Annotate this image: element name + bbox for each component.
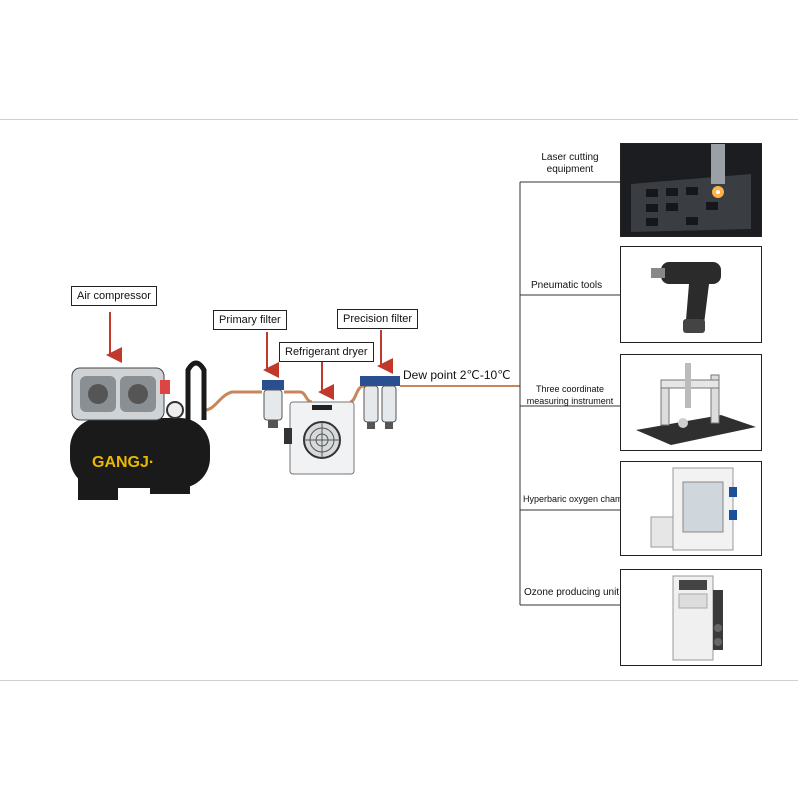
cmm-photo — [620, 354, 762, 451]
compressor-handle — [185, 360, 207, 420]
precision-filter-label: Precision filter — [337, 309, 419, 329]
dew-point-label: Dew point 2℃-10℃ — [403, 368, 511, 382]
compressor-tank — [70, 418, 210, 488]
application-label-pneumatic-tools: Pneumatic tools — [531, 280, 603, 291]
compressor-brand: GANGJ· — [92, 454, 154, 471]
application-label-ozone-unit: Ozone producing unit — [524, 587, 620, 598]
air-compressor-label: Air compressor — [71, 286, 157, 306]
distribution-lines — [519, 181, 620, 606]
precision-filter-illustration — [360, 376, 400, 429]
pneumatic-wrench-photo — [620, 246, 762, 343]
air-compressor-illustration: GANGJ· — [70, 360, 210, 500]
refrigerant-dryer-illustration — [284, 401, 355, 475]
pointer-arrows — [106, 312, 393, 400]
pipe-filter-to-dryer — [284, 390, 313, 404]
refrigerant-dryer-label: Refrigerant dryer — [279, 342, 374, 362]
primary-filter-label: Primary filter — [213, 310, 287, 330]
pipe-compressor-to-filter — [204, 390, 262, 412]
compressor-foot — [78, 478, 118, 500]
ozone-unit-photo — [620, 569, 762, 666]
oxygen-chamber-photo — [620, 461, 762, 556]
application-label-oxygen-chamber: Hyperbaric oxygen chamber — [523, 494, 636, 504]
pipe-dryer-to-precision — [349, 384, 370, 404]
diagram-frame — [0, 119, 798, 681]
laser-cutting-photo — [620, 143, 762, 237]
primary-filter-illustration — [262, 380, 284, 428]
pressure-gauge — [166, 401, 184, 419]
